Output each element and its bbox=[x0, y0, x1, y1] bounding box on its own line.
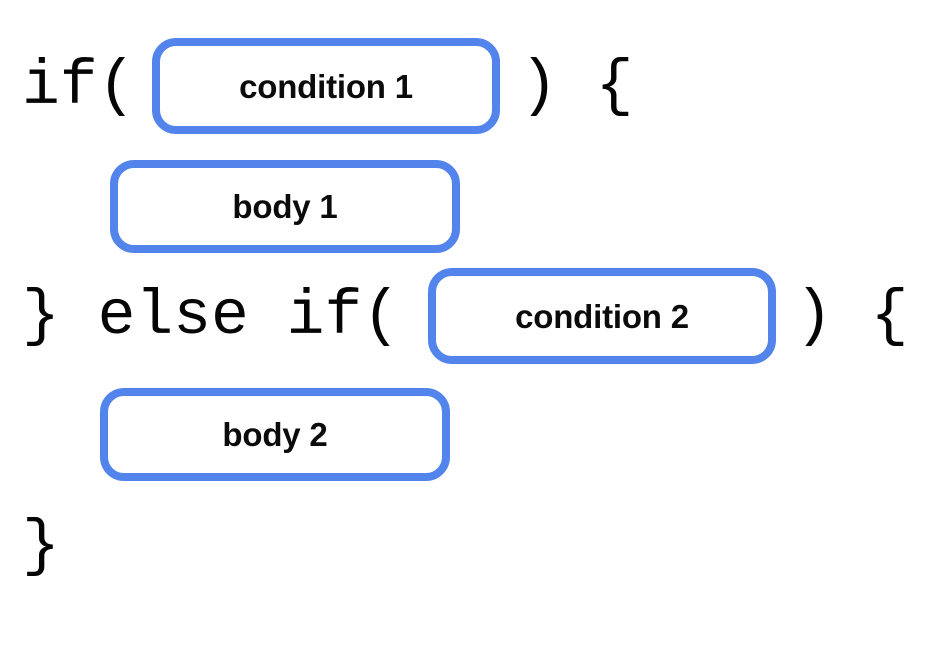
code-text-if-open: if( bbox=[22, 51, 136, 122]
slot-condition-2-label: condition 2 bbox=[515, 297, 689, 335]
code-text-else-if-open: } else if( bbox=[22, 281, 401, 352]
slot-body-1[interactable]: body 1 bbox=[110, 160, 460, 253]
slot-condition-1[interactable]: condition 1 bbox=[152, 38, 500, 134]
slot-condition-2[interactable]: condition 2 bbox=[428, 268, 776, 364]
slot-body-1-label: body 1 bbox=[232, 188, 338, 225]
code-text-closing-brace: } bbox=[22, 511, 60, 582]
slot-body-2-label: body 2 bbox=[222, 416, 328, 453]
slot-body-2[interactable]: body 2 bbox=[100, 388, 450, 481]
code-text-close-paren-brace-1: ) { bbox=[520, 51, 634, 122]
code-text-close-paren-brace-2: ) { bbox=[795, 281, 909, 352]
slot-condition-1-label: condition 1 bbox=[239, 67, 413, 105]
